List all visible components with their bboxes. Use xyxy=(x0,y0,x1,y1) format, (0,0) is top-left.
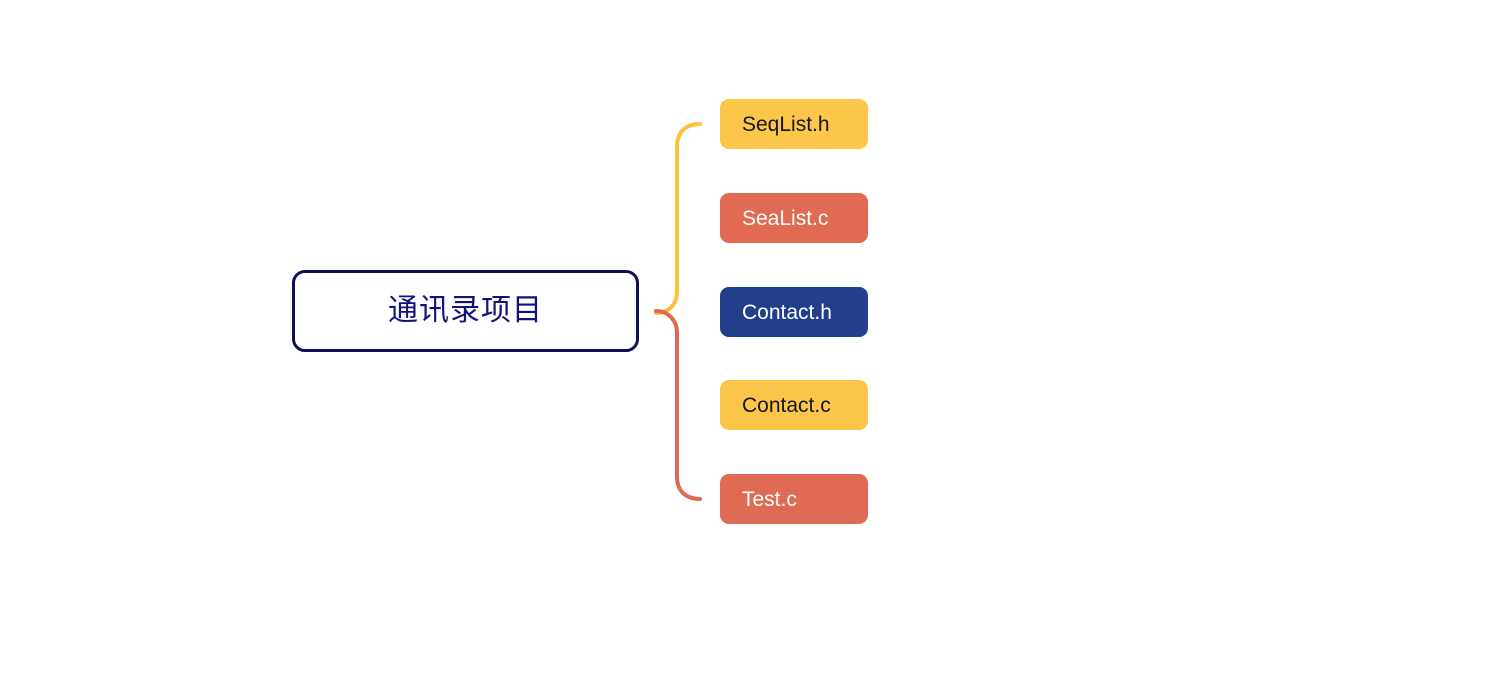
node-contact-c[interactable]: Contact.c xyxy=(720,380,868,430)
root-node[interactable]: 通讯录项目 xyxy=(292,270,639,352)
root-node-label: 通讯录项目 xyxy=(388,293,543,328)
node-test-c-label: Test.c xyxy=(742,487,797,511)
connector-upper-branch xyxy=(654,122,702,315)
node-contact-h-label: Contact.h xyxy=(742,300,832,324)
connector-lower-branch xyxy=(654,309,702,501)
node-sealist-c-label: SeaList.c xyxy=(742,206,829,230)
node-test-c[interactable]: Test.c xyxy=(720,474,868,524)
node-sealist-c[interactable]: SeaList.c xyxy=(720,193,868,243)
node-seqlist-h-label: SeqList.h xyxy=(742,112,830,136)
node-contact-h[interactable]: Contact.h xyxy=(720,287,868,337)
node-contact-c-label: Contact.c xyxy=(742,393,831,417)
node-seqlist-h[interactable]: SeqList.h xyxy=(720,99,868,149)
